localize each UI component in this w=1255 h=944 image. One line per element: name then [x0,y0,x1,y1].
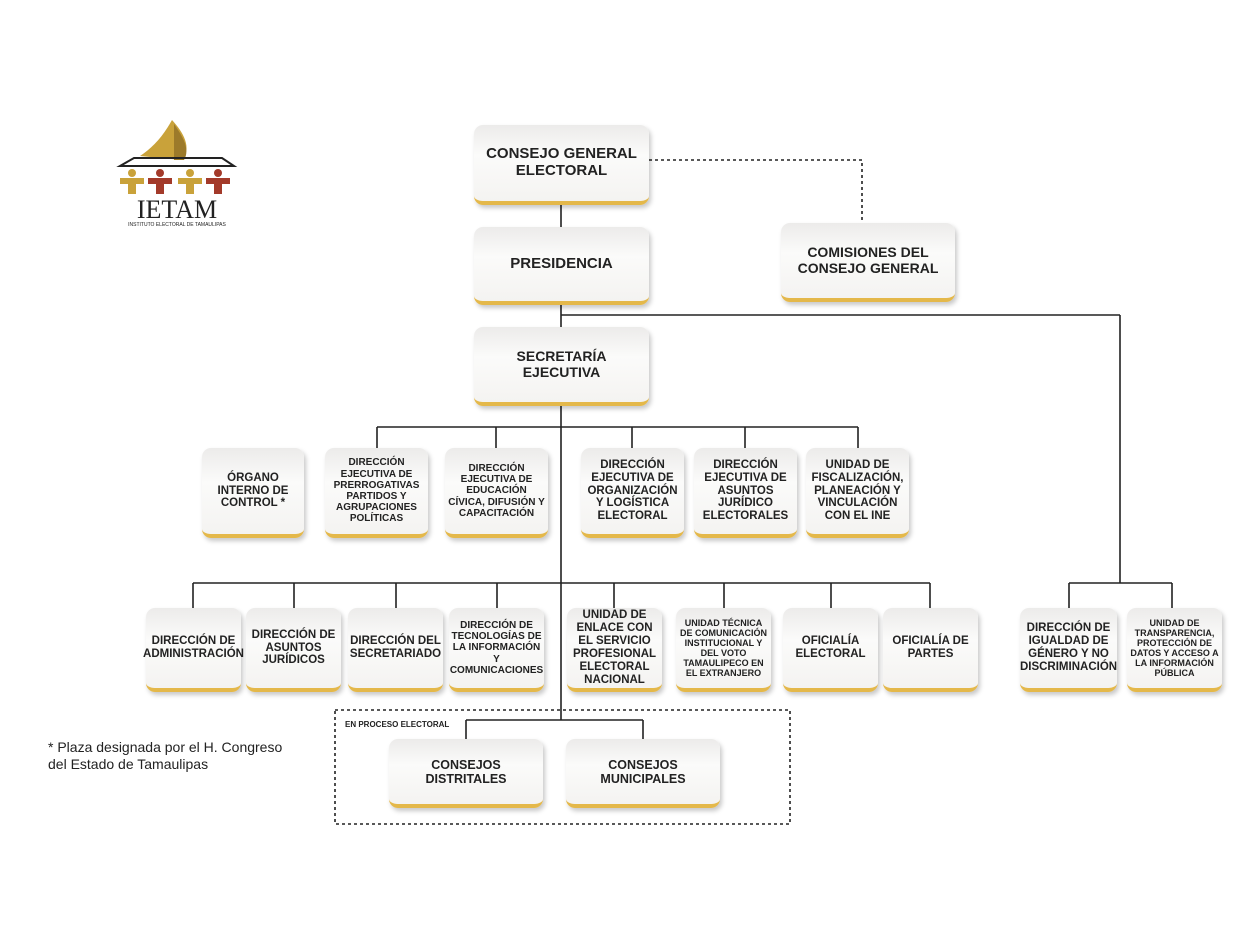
node-oficialia-electoral: OFICIALÍA ELECTORAL [783,608,878,692]
logo-subtitle: INSTITUTO ELECTORAL DE TAMAULIPAS [128,222,226,228]
node-comisiones: COMISIONES DEL CONSEJO GENERAL [781,223,955,302]
node-dir-organizacion: DIRECCIÓN EJECUTIVA DE ORGANIZACIÓN Y LO… [581,448,684,538]
node-dir-secretariado: DIRECCIÓN DEL SECRETARIADO [348,608,443,692]
node-unidad-enlace-spen: UNIDAD DE ENLACE CON EL SERVICIO PROFESI… [567,608,662,692]
node-dir-igualdad-genero: DIRECCIÓN DE IGUALDAD DE GÉNERO Y NO DIS… [1020,608,1117,692]
node-unidad-fiscalizacion: UNIDAD DE FISCALIZACIÓN, PLANEACIÓN Y VI… [806,448,909,538]
node-dir-tecnologias: DIRECCIÓN DE TECNOLOGÍAS DE LA INFORMACI… [449,608,544,692]
node-dir-asuntos-juridicos: DIRECCIÓN DE ASUNTOS JURÍDICOS [246,608,341,692]
node-unidad-tecnica-comunicacion: UNIDAD TÉCNICA DE COMUNICACIÓN INSTITUCI… [676,608,771,692]
footnote: * Plaza designada por el H. Congreso del… [48,739,282,773]
node-consejo-general: CONSEJO GENERAL ELECTORAL [474,125,649,205]
proceso-electoral-label: EN PROCESO ELECTORAL [345,720,450,729]
footnote-line-2: del Estado de Tamaulipas [48,755,209,772]
ietam-logo: IETAM INSTITUTO ELECTORAL DE TAMAULIPAS [116,120,238,228]
node-dir-prerrogativas: DIRECCIÓN EJECUTIVA DE PRERROGATIVAS PAR… [325,448,428,538]
node-consejos-municipales: CONSEJOS MUNICIPALES [566,739,720,808]
logo-text: IETAM [137,195,217,224]
node-dir-administracion: DIRECCIÓN DE ADMINISTRACIÓN [143,608,244,692]
node-presidencia: PRESIDENCIA [474,227,649,305]
node-organo-interno: ÓRGANO INTERNO DE CONTROL * [202,448,304,538]
node-dir-asuntos-juridico-electorales: DIRECCIÓN EJECUTIVA DE ASUNTOS JURÍDICO … [694,448,797,538]
node-dir-educacion-civica: DIRECCIÓN EJECUTIVA DE EDUCACIÓN CÍVICA,… [445,448,548,538]
footnote-line-1: * Plaza designada por el H. Congreso [48,739,283,755]
node-unidad-transparencia: UNIDAD DE TRANSPARENCIA, PROTECCIÓN DE D… [1127,608,1222,692]
node-secretaria-ejecutiva: SECRETARÍA EJECUTIVA [474,327,649,406]
node-consejos-distritales: CONSEJOS DISTRITALES [389,739,543,808]
node-oficialia-partes: OFICIALÍA DE PARTES [883,608,978,692]
